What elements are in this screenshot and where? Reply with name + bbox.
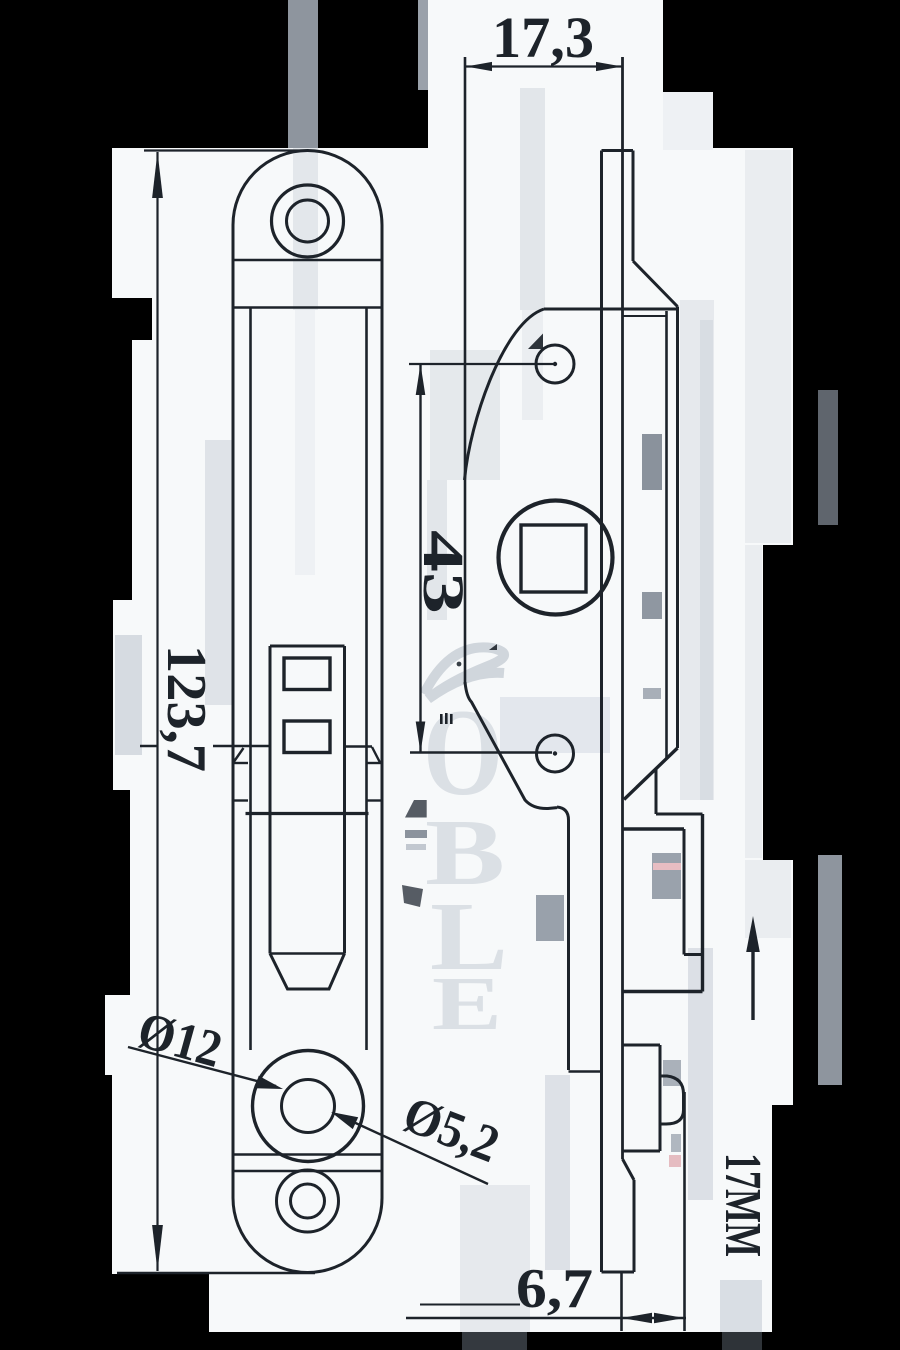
svg-text:E: E <box>432 962 502 1046</box>
svg-text:43: 43 <box>411 530 476 614</box>
svg-text:L: L <box>430 883 508 991</box>
svg-text:17,3: 17,3 <box>492 5 594 70</box>
svg-text:17MM: 17MM <box>714 1153 771 1257</box>
svg-text:123,7: 123,7 <box>155 645 217 772</box>
svg-text:6,7: 6,7 <box>516 1258 593 1320</box>
svg-text:B: B <box>425 801 505 905</box>
